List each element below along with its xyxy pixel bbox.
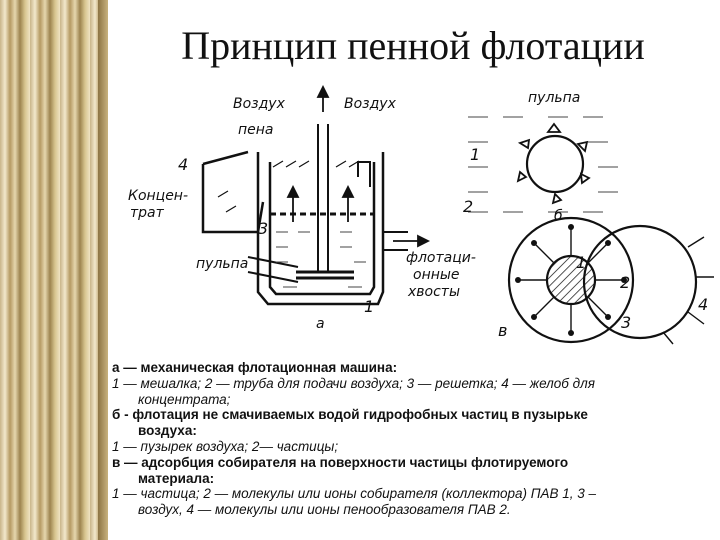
collector-adsorption-drawing (507, 216, 714, 345)
flotation-machine-drawing (201, 124, 408, 306)
caption-line: б - флотация не смачиваемых водой гидроф… (112, 407, 588, 423)
label-tailings-2: онные (413, 267, 460, 283)
label-number-1-b: 1 (470, 145, 480, 164)
label-number-3-c: 3 (621, 313, 631, 332)
label-concentrate-2: трат (130, 205, 165, 221)
label-number-2-b: 2 (463, 197, 473, 216)
caption-line: воздуха: (138, 423, 197, 439)
caption-line: воздух, 4 — молекулы или ионы пенообразо… (138, 502, 511, 518)
flotation-diagram: Воздух Воздух пена 4 Концен- трат 3 пуль… (128, 84, 714, 345)
label-foam: пена (238, 122, 274, 138)
label-tailings-1: флотаци- (406, 250, 476, 266)
label-number-1-c: 1 (576, 253, 586, 272)
caption-line: 1 — частица; 2 — молекулы или ионы собир… (112, 486, 597, 502)
page-title: Принцип пенной флотации (181, 23, 645, 68)
decorative-left-stripe (0, 0, 108, 540)
bubble-with-particles-drawing (468, 116, 618, 213)
label-air-right: Воздух (344, 96, 397, 112)
label-number-4-a: 4 (178, 155, 188, 174)
caption-line: а — механическая флотационная машина: (112, 360, 398, 375)
label-figure-c: в (498, 321, 507, 340)
label-figure-a: а (316, 316, 325, 332)
label-pulp-left: пульпа (196, 256, 248, 272)
label-air-left: Воздух (233, 96, 286, 112)
label-concentrate-1: Концен- (128, 188, 188, 204)
caption-line: материала: (138, 470, 215, 486)
label-pulp-right: пульпа (528, 90, 580, 106)
label-number-2-c: 2 (620, 273, 630, 292)
label-number-4-c: 4 (698, 295, 708, 314)
caption-line: в — адсорбция собирателя на поверхности … (112, 454, 569, 470)
label-tailings-3: хвосты (407, 284, 460, 300)
caption-line: 1 — пузырек воздуха; 2— частицы; (112, 438, 339, 454)
flow-arrows (286, 84, 431, 248)
label-number-3-a: 3 (258, 219, 268, 238)
label-number-1-a: 1 (364, 297, 374, 316)
caption-line: концентрата; (138, 391, 231, 407)
foam-layer (217, 160, 360, 213)
caption-line: 1 — мешалка; 2 — труба для подачи воздух… (112, 375, 595, 391)
pulp-hatching (276, 231, 366, 288)
diagram-caption: а — механическая флотационная машина: 1 … (112, 360, 712, 518)
label-figure-b: б (554, 208, 563, 224)
